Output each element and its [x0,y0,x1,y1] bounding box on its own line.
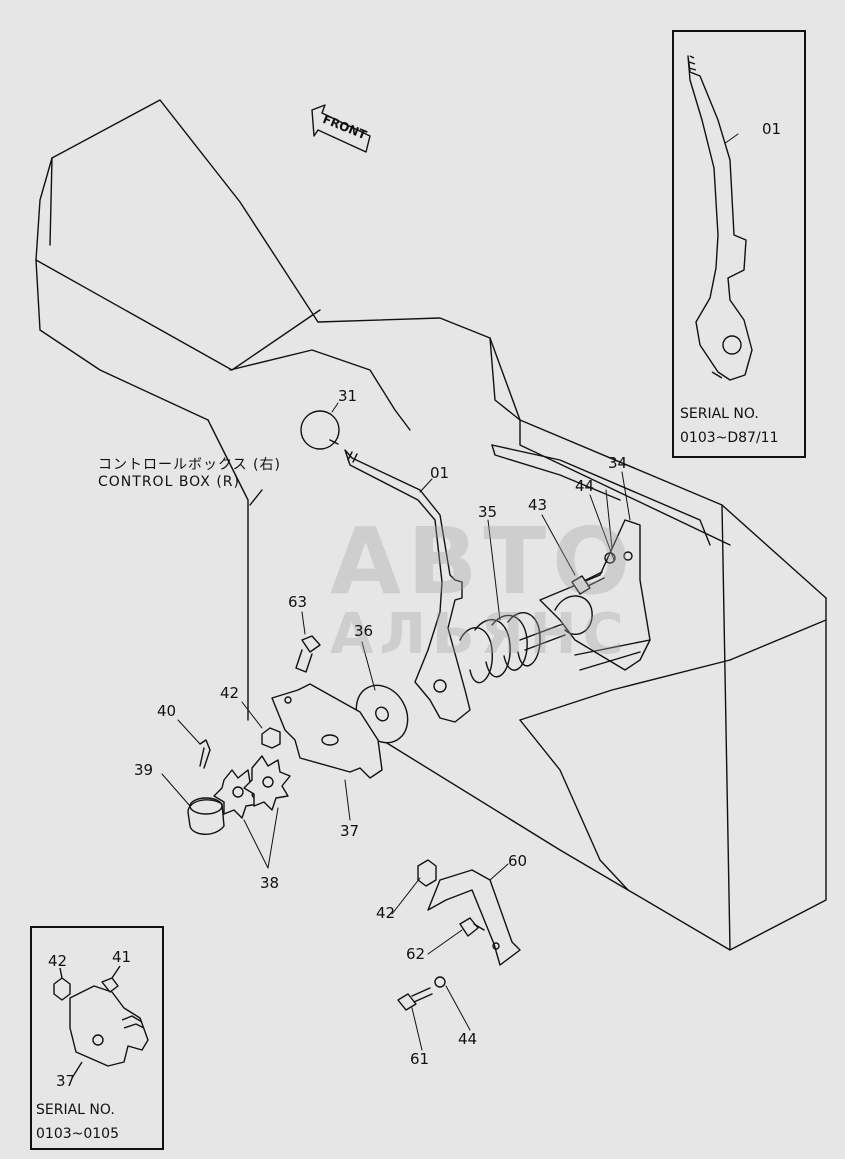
part-label-44-top: 44 [575,477,595,495]
nut-42 [262,728,280,748]
part-label-35: 35 [478,503,498,521]
leader-lines [162,134,738,1050]
bracket-60 [428,870,520,965]
bolt-43 [572,572,604,594]
spring-35 [460,613,580,683]
inset-serial-bottom: 42 41 37 SERIAL NO. 0103~0105 [30,926,164,1150]
part-label-42-bottom: 42 [376,904,396,922]
front-arrow-icon [312,105,370,152]
part-label-61: 61 [410,1050,430,1068]
inset-bottom-part-42: 42 [48,952,68,970]
knob-31 [301,411,339,449]
lever-01 [345,450,470,722]
part-label-39: 39 [134,761,154,779]
inset-top-lever-drawing [688,56,752,380]
part-label-01: 01 [430,464,450,482]
inset-top-serial-range: 0103~D87/11 [680,430,779,446]
inset-bottom-part-41: 41 [112,948,132,966]
part-label-44-bottom: 44 [458,1030,478,1048]
control-box-label-en: CONTROL BOX (R) [98,474,240,490]
plate-37 [272,684,382,778]
inset-bottom-serial-range: 0103~0105 [36,1126,119,1142]
control-box-label-jp: コントロールボックス (右) [98,457,281,473]
part-label-62: 62 [406,945,426,963]
inset-bottom-part-37: 37 [56,1072,76,1090]
part-label-63: 63 [288,593,308,611]
part-label-42-left: 42 [220,684,240,702]
bolt-61 [398,988,432,1010]
inset-serial-top: 01 SERIAL NO. 0103~D87/11 [672,30,806,458]
part-label-40: 40 [157,702,177,720]
inset-bottom-serial-title: SERIAL NO. [36,1102,115,1118]
watermark: АВТО [330,508,637,615]
part-label-43: 43 [528,496,548,514]
part-label-36: 36 [354,622,374,640]
lock-washers-38 [214,756,290,818]
nut-42-bottom [418,860,436,886]
inset-top-serial-title: SERIAL NO. [680,406,759,422]
inset-bottom-plate-drawing [32,928,162,1148]
washer-44-bottom [435,977,445,987]
part-label-34: 34 [608,454,628,472]
part-label-31: 31 [338,387,358,405]
bracket-34 [540,520,650,670]
part-label-37: 37 [340,822,360,840]
bolt-63 [296,636,320,672]
part-label-38: 38 [260,874,280,892]
pin-40 [200,740,210,768]
castle-nut-39 [188,798,224,834]
bolt-62 [460,918,484,936]
inset-top-part-label: 01 [762,120,782,138]
control-box-housing [36,100,826,950]
part-label-60: 60 [508,852,528,870]
watermark-line2: АЛЬЯНС [330,602,630,667]
